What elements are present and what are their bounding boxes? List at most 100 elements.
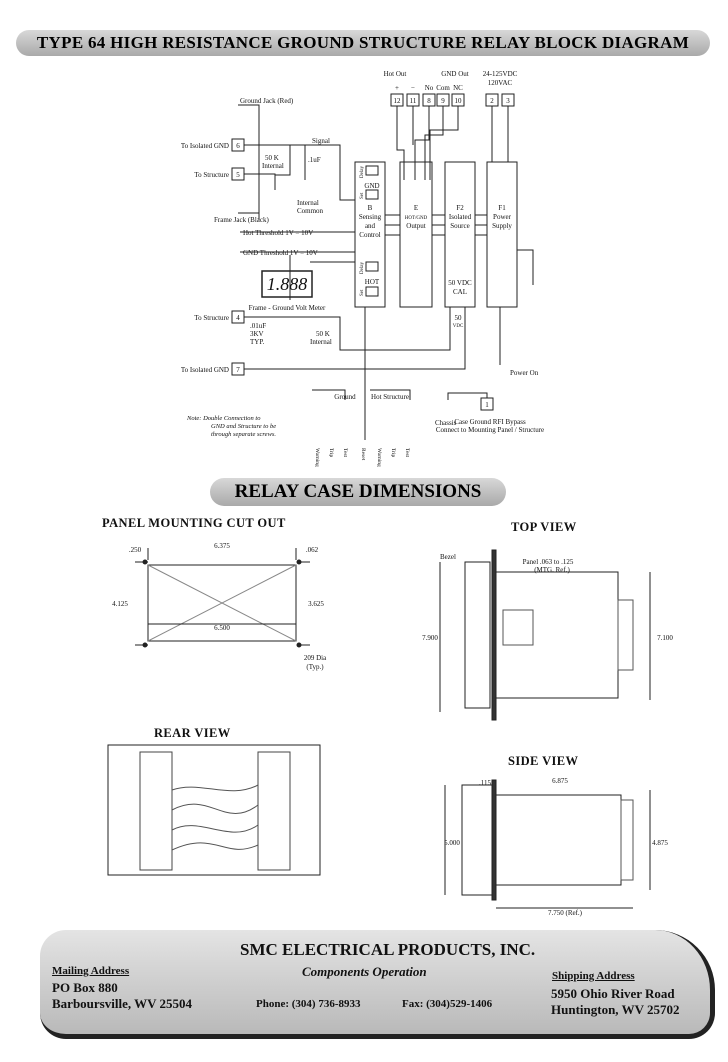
gnd-delay-pot <box>365 165 379 176</box>
label: 3 <box>506 97 510 105</box>
label: 6 <box>236 142 240 150</box>
label: Frame - Ground Volt Meter <box>249 304 326 312</box>
mailing-line-1: PO Box 880 <box>52 980 118 995</box>
section-title: RELAY CASE DIMENSIONS <box>210 478 506 506</box>
label: 1 <box>485 401 489 409</box>
shipping-label: Shipping Address <box>552 970 635 982</box>
label: − <box>411 84 415 92</box>
label: 8 <box>427 97 431 105</box>
label: Internal <box>297 199 319 207</box>
gnd-set-label: Set <box>360 192 365 199</box>
phone: Phone: (304) 736-8933 <box>256 998 361 1010</box>
label: HOT <box>365 278 380 286</box>
label: .062 <box>306 546 319 554</box>
fax: Fax: (304)529-1406 <box>402 998 493 1010</box>
label: 5 <box>236 171 240 179</box>
label: Test <box>404 448 410 458</box>
side-view-title: SIDE VIEW <box>508 754 579 768</box>
label: Reset <box>360 448 366 461</box>
label: Test <box>342 448 348 458</box>
label: Bezel <box>440 553 456 561</box>
company-name: SMC ELECTRICAL PRODUCTS, INC. <box>240 940 536 959</box>
label: 209 Dia <box>304 654 327 662</box>
label: 7 <box>236 366 240 374</box>
label: 6.875 <box>552 777 568 785</box>
label: 7.750 (Ref.) <box>548 909 583 917</box>
label: Ground Jack (Red) <box>240 97 294 105</box>
page-title: TYPE 64 HIGH RESISTANCE GROUND STRUCTURE… <box>16 30 710 56</box>
mailing-line-2: Barboursville, WV 25504 <box>52 996 193 1011</box>
label: 5.000 <box>444 839 460 847</box>
label: F2 <box>456 204 464 212</box>
label: 7.900 <box>422 634 438 642</box>
panel-cutout-title: PANEL MOUNTING CUT OUT <box>102 516 286 530</box>
label: 6.500 <box>214 624 230 632</box>
label: .1uF <box>308 156 321 164</box>
label: Power <box>493 213 512 221</box>
mailing-label: Mailing Address <box>52 965 130 977</box>
label: (MTG. Ref.) <box>534 566 570 574</box>
label: NC <box>453 84 463 92</box>
label: Power On <box>510 369 539 377</box>
shipping-line-1: 5950 Ohio River Road <box>551 986 675 1001</box>
label: 4 <box>236 314 240 322</box>
label: Ground <box>334 393 356 401</box>
label: 12 <box>394 97 402 105</box>
label: F1 <box>498 204 506 212</box>
label: 24-125VDC <box>483 70 518 78</box>
label: HOT/GND <box>405 216 428 221</box>
label: 2 <box>490 97 494 105</box>
label: Control <box>359 231 380 239</box>
gnd-delay-label: Delay <box>360 166 365 178</box>
label: 10 <box>455 97 463 105</box>
label: (Typ.) <box>306 663 324 671</box>
label: and <box>365 222 376 230</box>
label: To Isolated GND <box>181 366 229 374</box>
label: E <box>414 204 418 212</box>
label: Hot Out <box>384 70 407 78</box>
label: GND Out <box>441 70 468 78</box>
hot-delay-pot <box>365 261 379 272</box>
label: 50 <box>455 314 463 322</box>
footer <box>40 930 715 1039</box>
label: Panel .063 to .125 <box>523 558 574 566</box>
label: Chassis <box>435 419 457 427</box>
label: .250 <box>129 546 142 554</box>
label: Connect to Mounting Panel / Structure <box>436 426 544 434</box>
label: Hot Structure <box>371 393 409 401</box>
label: CAL <box>453 288 467 296</box>
block-diagram: Hot Out GND Out 24-125VDC 120VAC + − No … <box>181 70 544 467</box>
label: To Structure <box>194 314 229 322</box>
label: GND and Structure to be <box>211 423 276 430</box>
label: 1.888 <box>267 274 308 294</box>
label: 6.375 <box>214 542 230 550</box>
label: GND <box>364 182 379 190</box>
shipping-line-2: Huntington, WV 25702 <box>551 1002 680 1017</box>
label: B <box>368 204 373 212</box>
label: No <box>425 84 434 92</box>
label: Source <box>450 222 469 230</box>
hot-delay-label: Delay <box>360 262 365 274</box>
label: 50 K <box>316 330 330 338</box>
gnd-set-pot <box>365 189 379 200</box>
dimension-drawings: .250 6.375 .062 4.125 3.625 6.500 209 Di… <box>107 542 673 917</box>
label: Internal <box>262 162 284 170</box>
label: 3.625 <box>308 600 324 608</box>
label: .115 <box>479 779 491 787</box>
label: GND Threshold 1V = 10V <box>243 249 318 257</box>
hot-set-label: Set <box>360 289 365 296</box>
label: 7.100 <box>657 634 673 642</box>
label: Com <box>436 84 450 92</box>
hot-set-pot <box>365 286 379 297</box>
label: through separate screws. <box>211 431 276 438</box>
label: Trip <box>328 448 334 458</box>
label: Common <box>297 207 324 215</box>
label: 11 <box>410 97 417 105</box>
label: Trip <box>390 448 396 458</box>
label: 120VAC <box>488 79 513 87</box>
label: .01uF <box>250 322 266 330</box>
label: Signal <box>312 137 330 145</box>
label: 4.125 <box>112 600 128 608</box>
label: Warning <box>376 448 382 467</box>
division: Components Operation <box>302 964 427 979</box>
